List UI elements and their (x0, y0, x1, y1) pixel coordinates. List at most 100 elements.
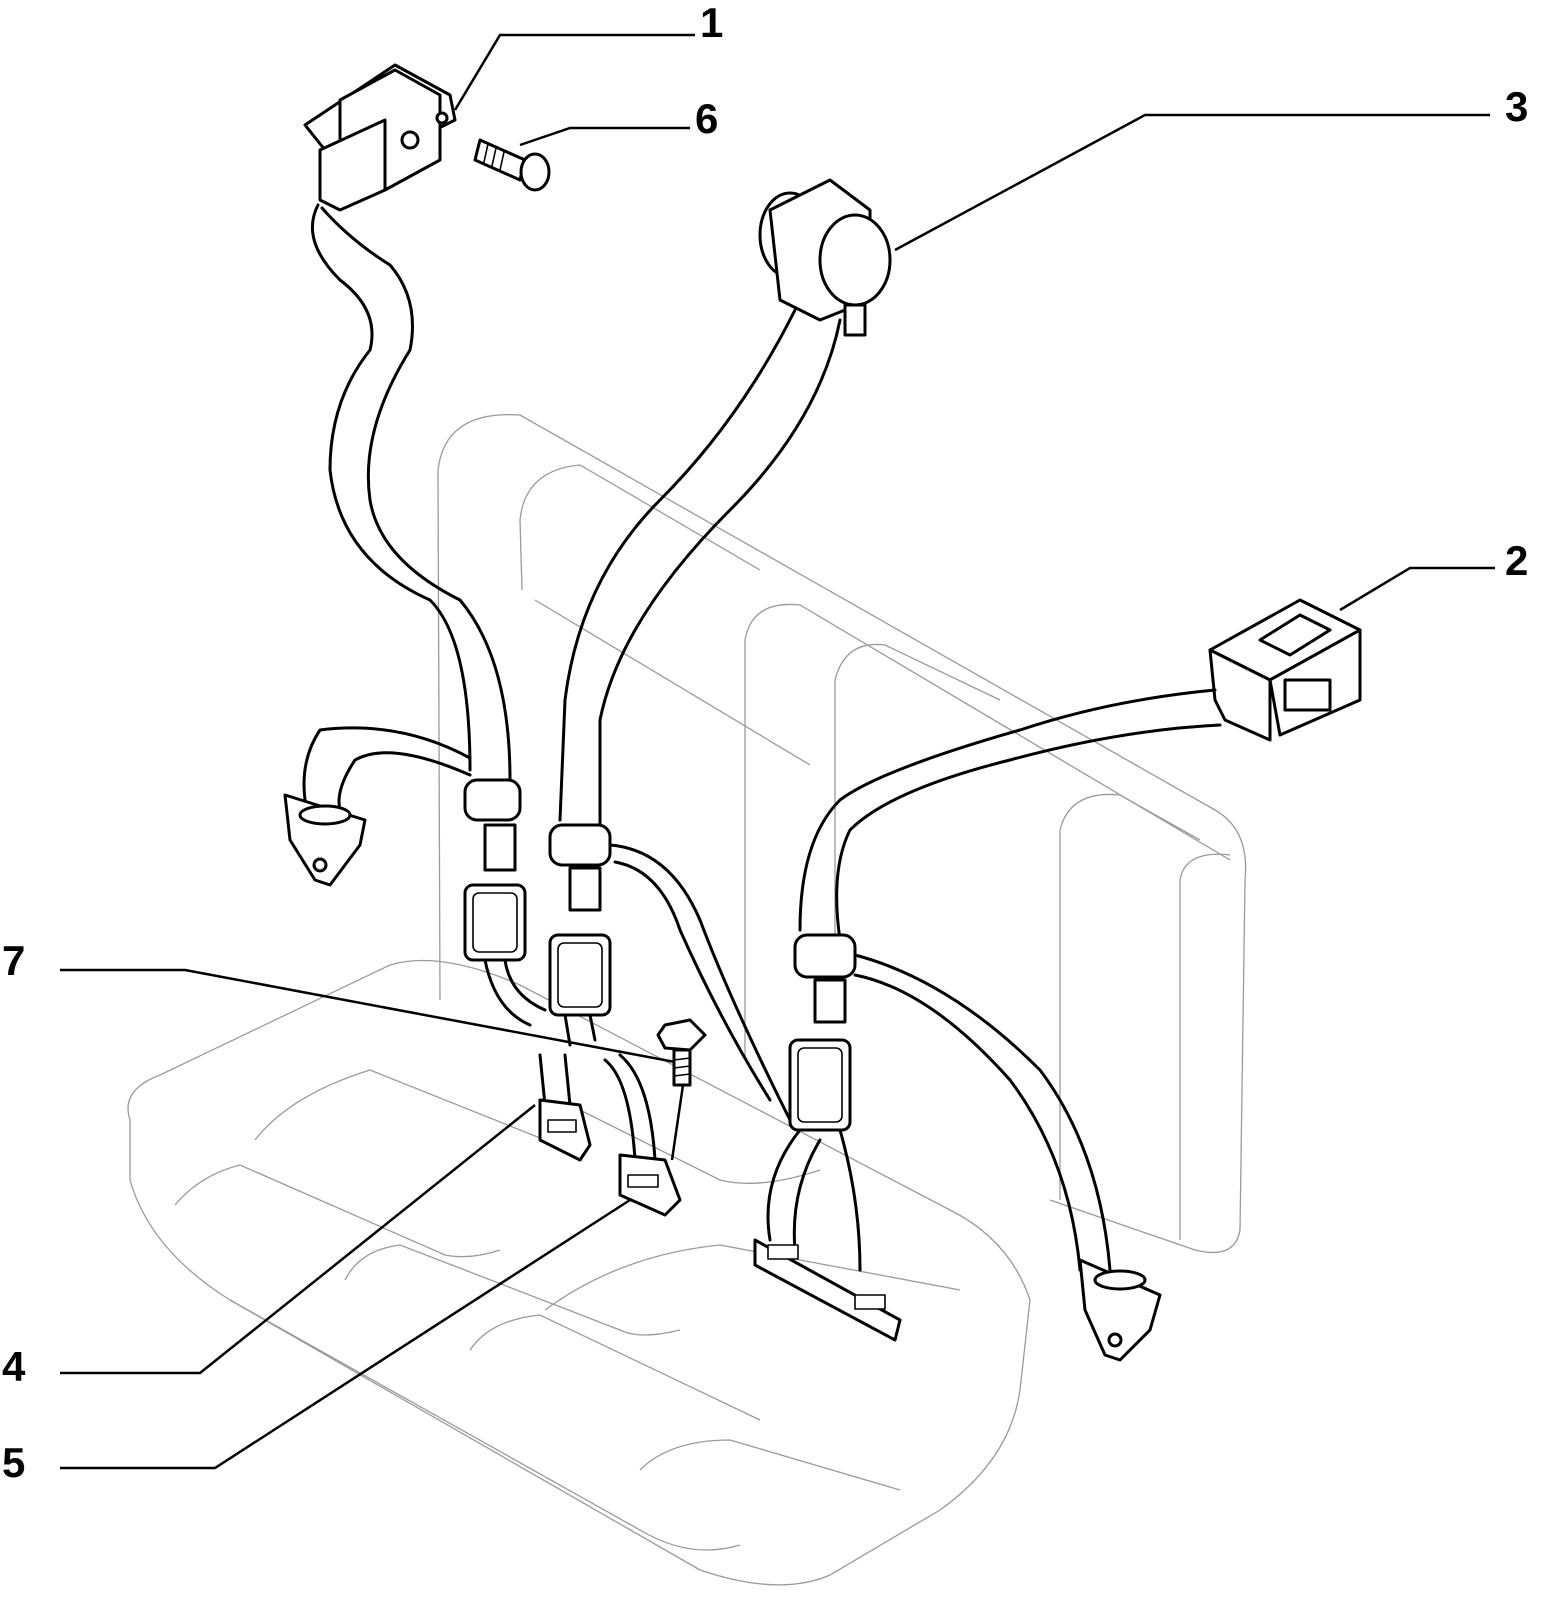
strap-3-left (558, 308, 797, 822)
rear-seat-outline (127, 413, 1247, 1586)
bolt-6-head (519, 152, 551, 192)
leader-7 (60, 968, 676, 1064)
anchor-5-strap-1 (603, 1058, 637, 1162)
buckle-right-strap-3 (792, 1138, 822, 1252)
buckle-center-strap-2 (588, 1013, 597, 1042)
bolt-6-thread-1 (483, 143, 489, 163)
retractor-1-hole (435, 111, 449, 125)
leader-6 (519, 126, 690, 147)
backrest-inner-left (534, 599, 811, 766)
backrest-seam-center (744, 603, 1231, 1060)
retractor-3-foot (843, 303, 867, 337)
leader-1 (453, 33, 695, 111)
retractor-1-body (318, 118, 387, 212)
anchor-plate-1-hole (312, 857, 328, 873)
backrest-seam-right-2 (1179, 853, 1231, 1240)
buckle-right-strap-2 (838, 1128, 862, 1272)
strap-2-lap-1 (853, 953, 1112, 1272)
bolt-6-thread-2 (491, 147, 497, 167)
retractor-3-cap (818, 213, 892, 307)
part-5-lower-anchor (603, 1053, 682, 1217)
anchor-4-slot (547, 1119, 577, 1133)
part-3-center-retractor (548, 178, 892, 1122)
backrest-seam-right (1059, 793, 1201, 1200)
anchor-4-strap-2 (563, 1053, 572, 1107)
part-1-left-retractor (283, 63, 522, 887)
buckle-right-slot-1 (767, 1244, 799, 1260)
part-7-bolt (656, 1018, 707, 1087)
seat-cushion (127, 959, 1031, 1586)
cushion-front-edge (229, 1299, 741, 1551)
strap-3-right (598, 318, 842, 832)
strap-1-inner (320, 206, 512, 782)
anchor-5-slot (627, 1174, 659, 1188)
retractor-2-front (1208, 648, 1272, 742)
anchor-5-strap-2 (618, 1053, 657, 1162)
buckle-right-strap-1 (766, 1128, 802, 1242)
anchor-plate-2-slot (1093, 1269, 1147, 1291)
strap-3-lap-1 (608, 843, 792, 1122)
callout-4: 4 (2, 1343, 26, 1390)
buckle-left-strap-1 (483, 958, 532, 1027)
latch-plate-3 (548, 823, 612, 867)
anchor-plate-1-slot (298, 804, 352, 826)
part-4-lower-anchor (538, 1053, 592, 1162)
callout-3: 3 (1505, 83, 1529, 130)
buckle-left-strap-2 (503, 958, 547, 1012)
buckle-center-strap-1 (563, 1013, 572, 1047)
strap-2-lower (835, 723, 1222, 942)
leader-5 (60, 1198, 631, 1470)
leader-lines (60, 33, 1495, 1470)
strap-2-lap-2 (853, 973, 1082, 1272)
callout-2: 2 (1505, 537, 1529, 584)
leader-4 (60, 1104, 536, 1375)
leader-3 (894, 113, 1490, 252)
buckle-left (463, 883, 547, 1027)
cushion-seam-4 (469, 1314, 761, 1421)
part-2-right-retractor (793, 598, 1362, 1362)
latch-tongue-1 (483, 823, 517, 872)
latch-tongue-3 (568, 866, 602, 912)
callout-1: 1 (700, 0, 724, 46)
cushion-seam-3 (344, 1244, 681, 1336)
callout-5: 5 (2, 1439, 26, 1486)
leader-2 (1339, 566, 1495, 612)
retractor-2-window (1283, 678, 1332, 712)
buckle-center-inner (557, 942, 603, 1008)
bolt-7-thread-2 (673, 1065, 691, 1069)
latch-plate-1 (463, 778, 522, 822)
leader-7-branch (670, 1084, 685, 1161)
bolt-7-thread-3 (673, 1073, 691, 1077)
cushion-seam-7 (579, 1109, 821, 1184)
callout-6: 6 (695, 95, 719, 142)
bolt-6-thread-3 (499, 151, 505, 171)
strap-3-lap-2 (613, 860, 772, 1102)
buckle-right-slot-2 (854, 1294, 886, 1310)
backrest-seam-center-2 (834, 643, 1001, 1020)
anchor-plate-2-hole (1107, 1332, 1123, 1348)
latch-tongue-2 (813, 978, 847, 1024)
buckle-center (548, 933, 612, 1047)
cushion-seam-5 (544, 1244, 961, 1311)
cushion-seam-1 (174, 1164, 501, 1258)
retractor-2-cap (1258, 613, 1332, 657)
callout-7: 7 (2, 937, 26, 984)
bolt-7-head (656, 1018, 707, 1052)
anchor-4-strap-1 (538, 1053, 547, 1107)
cushion-seam-2 (254, 1069, 571, 1151)
part-6-bolt (473, 138, 551, 192)
bolt-7-thread-1 (673, 1057, 691, 1061)
cushion-seam-6 (639, 1439, 901, 1491)
strap-1-lap-upper (302, 726, 472, 802)
strap-1-lap-lower (337, 751, 472, 812)
latch-plate-2 (793, 933, 857, 979)
buckle-right-anchor (753, 1238, 902, 1342)
buckle-left-inner (472, 892, 518, 953)
buckle-right-inner (797, 1047, 843, 1123)
bolt-6-shank (473, 138, 527, 182)
backrest-seam-left (519, 464, 761, 591)
buckle-right (753, 1038, 902, 1342)
seat-backrest (437, 413, 1247, 1254)
strap-1-outer (310, 203, 472, 772)
